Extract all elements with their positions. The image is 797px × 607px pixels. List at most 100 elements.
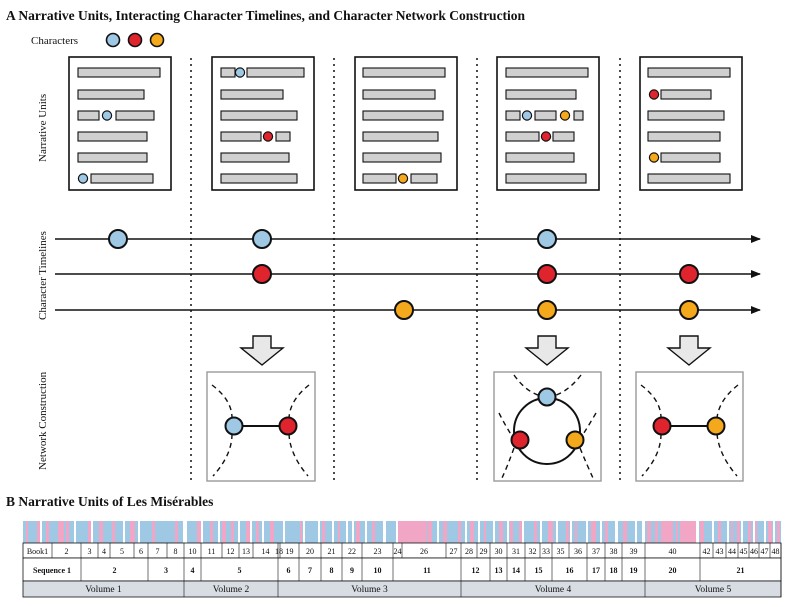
stripe-pink-segment — [575, 521, 577, 543]
sequence-label: 12 — [472, 566, 480, 575]
network-box-2 — [206, 371, 316, 482]
book-label: 20 — [306, 547, 314, 556]
panel-a-title: A Narrative Units, Interacting Character… — [6, 8, 526, 23]
book-label: 43 — [716, 547, 724, 556]
stripe-pink-segment — [777, 521, 780, 543]
stripe-gap — [696, 521, 699, 543]
book-label: 13 — [242, 547, 250, 556]
book-label: 35 — [557, 547, 565, 556]
stripe-pink-segment — [231, 521, 234, 543]
stripe-gap — [262, 521, 264, 543]
event-orange-5 — [679, 300, 699, 320]
unit3-orange-dot — [397, 173, 409, 184]
stripe-pink-segment — [175, 521, 178, 543]
stripe-gap — [352, 521, 354, 543]
stripe-gap — [540, 521, 542, 543]
book-label: 32 — [529, 547, 537, 556]
unit5-orange-dot — [648, 152, 660, 163]
stripe-pink-segment — [499, 521, 503, 543]
stripe-pink-segment — [356, 521, 360, 543]
stripe-pink-segment — [210, 521, 213, 543]
stripe-pink-segment — [647, 521, 651, 543]
sequence-label: 21 — [737, 566, 745, 575]
unit4-orange-dot — [559, 110, 571, 121]
stripe-pink-segment — [428, 521, 432, 543]
book-label: 36 — [574, 547, 582, 556]
characters-legend — [105, 32, 165, 48]
book-label: 3 — [88, 547, 92, 556]
book-label: 4 — [102, 547, 106, 556]
book-label: 27 — [450, 547, 458, 556]
stripe-pink-segment — [661, 521, 673, 543]
book-label: 24 — [394, 547, 402, 556]
event-red-2 — [252, 264, 272, 284]
volume-label: Volume 1 — [85, 585, 122, 595]
stripe-pink-segment — [322, 521, 325, 543]
stripe-pink-segment — [197, 521, 202, 543]
sequence-label: 14 — [512, 566, 520, 575]
stripe-pink-segment — [222, 521, 226, 543]
sequence-label: 19 — [630, 566, 638, 575]
sequence-label: 11 — [423, 566, 431, 575]
characters-legend-label: Characters — [31, 35, 78, 47]
event-blue-2 — [252, 229, 272, 249]
book-label: 14 — [262, 547, 270, 556]
book-label: 44 — [728, 547, 736, 556]
legend-blue-dot — [105, 32, 121, 48]
timeline-events — [108, 229, 699, 320]
sequence-label: Sequence 1 — [33, 566, 71, 575]
network2-blue-node — [224, 416, 244, 436]
unit1-blue-dot-a — [101, 110, 113, 121]
sequence-label: 7 — [308, 566, 312, 575]
stripe-gap — [138, 521, 140, 543]
sequence-label: 6 — [287, 566, 291, 575]
sequence-label: 3 — [164, 566, 168, 575]
stripe-gap — [465, 521, 467, 543]
row-label-timelines: Character Timelines — [37, 231, 49, 320]
book-label: 2 — [65, 547, 69, 556]
stripe-pink-segment — [548, 521, 553, 543]
event-orange-3 — [394, 300, 414, 320]
stripe-pink-segment — [655, 521, 658, 543]
event-red-5 — [679, 264, 699, 284]
stripe-gap — [635, 521, 637, 543]
event-blue-4 — [537, 229, 557, 249]
stripe-pink-segment — [534, 521, 537, 543]
stripe-pink-segment — [623, 521, 627, 543]
unit2-blue-dot — [234, 67, 246, 78]
sequence-label: 5 — [238, 566, 242, 575]
stripe-pink-segment — [676, 521, 678, 543]
sequence-label: 17 — [592, 566, 600, 575]
network4-blue-node — [537, 387, 557, 407]
legend-orange-dot — [149, 32, 165, 48]
stripe-pink-segment — [605, 521, 608, 543]
network-box-5 — [635, 371, 744, 482]
stripe-pink-segment — [566, 521, 569, 543]
stripe-pink-segment — [256, 521, 259, 543]
sequence-label: 10 — [374, 566, 382, 575]
book-label: 18 — [275, 547, 283, 556]
book-label: 11 — [208, 547, 216, 556]
stripe-pink-segment — [300, 521, 302, 543]
stripe-pink-segment — [338, 521, 340, 543]
network5-orange-node — [706, 416, 726, 436]
book-label: 8 — [174, 547, 178, 556]
stripe-gap — [74, 521, 76, 543]
book-label: 33 — [542, 547, 550, 556]
stripe-pink-segment — [737, 521, 740, 543]
stripe-pink-segment — [397, 521, 427, 543]
book-label: Book1 — [27, 547, 48, 556]
volume-label: Volume 3 — [351, 585, 388, 595]
narrative-unit-5 — [639, 56, 743, 191]
stripe-gap — [40, 521, 42, 543]
stripe-pink-segment — [470, 521, 474, 543]
book-label: 37 — [592, 547, 600, 556]
stripe-gap — [570, 521, 572, 543]
unit5-red-dot — [648, 89, 660, 100]
down-arrow-4 — [524, 335, 570, 366]
event-orange-4 — [537, 300, 557, 320]
stripe-gap — [642, 521, 645, 543]
